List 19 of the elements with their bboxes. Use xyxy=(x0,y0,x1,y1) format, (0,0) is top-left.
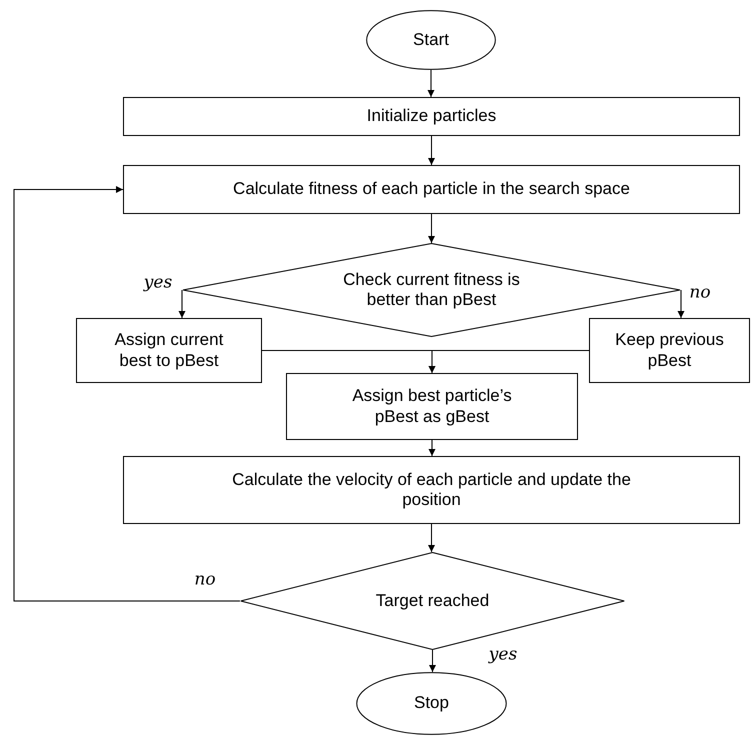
arrow xyxy=(429,650,436,672)
arrow xyxy=(428,214,435,244)
decision-diamond: Target reached xyxy=(240,552,625,650)
arrow xyxy=(678,290,684,318)
terminal-ellipse: Start xyxy=(366,10,496,70)
process-box: Initialize particles xyxy=(123,97,740,136)
arrow xyxy=(428,350,590,374)
process-box: Assign current best to pBest xyxy=(76,318,262,383)
process-box: Calculate fitness of each particle in the search space xyxy=(123,165,740,214)
arrow xyxy=(428,70,434,98)
process-box: Keep previous pBest xyxy=(589,318,750,383)
terminal-ellipse: Stop xyxy=(356,672,507,735)
process-box: Calculate the velocity of each particle and update the position xyxy=(123,456,740,524)
arrow xyxy=(14,186,240,602)
arrow xyxy=(428,440,436,456)
arrow xyxy=(428,136,435,166)
arrow xyxy=(178,290,186,318)
arrow xyxy=(428,524,435,552)
process-box: Assign best particle’s pBest as gBest xyxy=(286,373,578,440)
